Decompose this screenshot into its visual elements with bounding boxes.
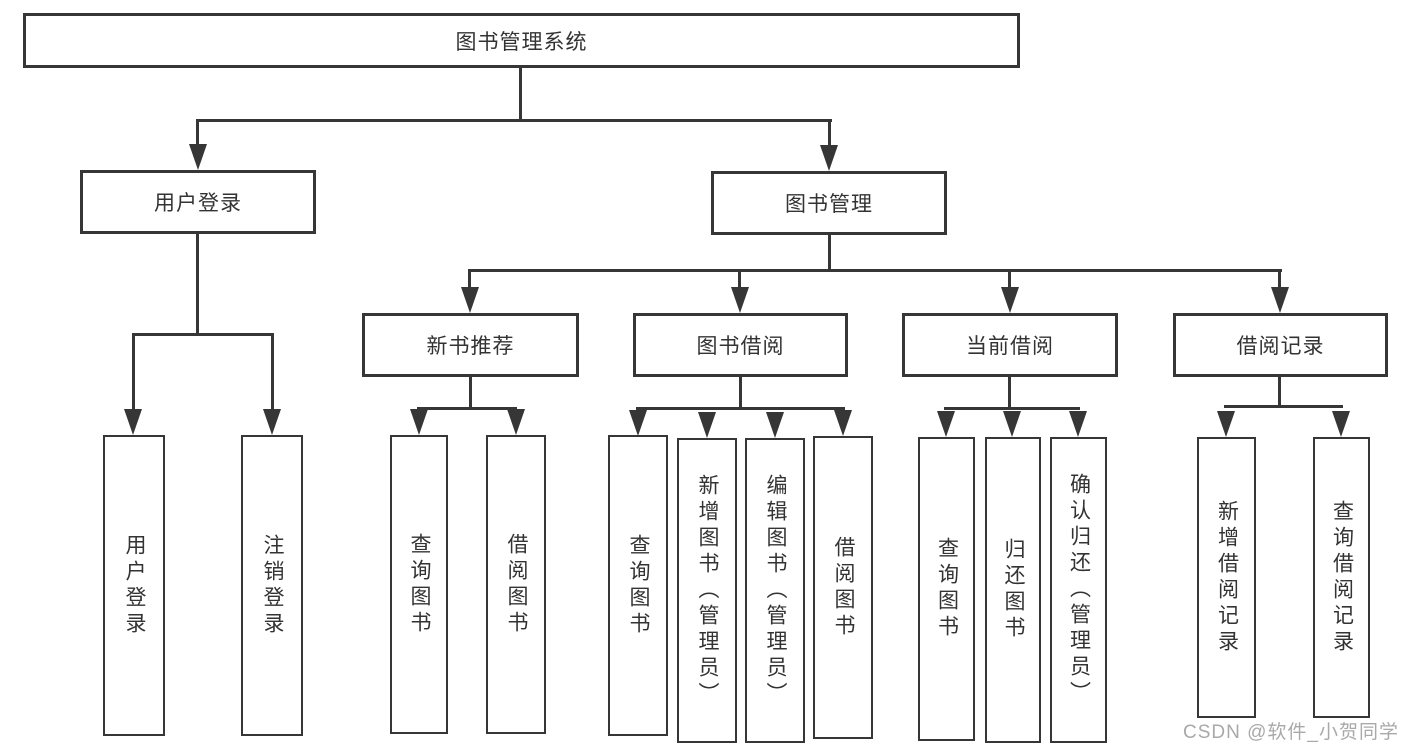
connector-line bbox=[132, 333, 274, 336]
arrow-down-icon bbox=[937, 411, 955, 437]
connector-line bbox=[271, 333, 274, 411]
leaf-borrowing-query-books: 查询图书 bbox=[608, 435, 668, 736]
node-book-borrowing: 图书借阅 bbox=[633, 313, 848, 377]
connector-line bbox=[469, 377, 472, 410]
arrow-down-icon bbox=[629, 410, 647, 436]
connector-line bbox=[468, 269, 1282, 272]
leaf-label: 借阅图书 bbox=[832, 535, 856, 640]
leaf-label: 注销登录 bbox=[261, 533, 285, 638]
connector-line bbox=[636, 407, 845, 410]
arrow-down-icon bbox=[263, 409, 281, 435]
arrow-down-icon bbox=[189, 144, 207, 170]
connector-line bbox=[196, 233, 199, 335]
leaf-logout-login: 注销登录 bbox=[241, 435, 303, 736]
leaf-current-confirm-return-admin: 确认归还（管理员） bbox=[1050, 437, 1107, 743]
node-new-book-recommend: 新书推荐 bbox=[362, 313, 579, 377]
leaf-recommend-borrow-books: 借阅图书 bbox=[486, 435, 546, 734]
leaf-records-query-record: 查询借阅记录 bbox=[1313, 437, 1370, 718]
connector-line bbox=[417, 407, 517, 410]
leaf-borrowing-add-books-admin: 新增图书（管理员） bbox=[677, 438, 737, 743]
leaf-label: 用户登录 bbox=[123, 533, 147, 638]
leaf-label: 归还图书 bbox=[1002, 538, 1026, 642]
arrow-down-icon bbox=[124, 409, 142, 435]
connector-line bbox=[132, 333, 135, 411]
connector-line bbox=[1278, 377, 1281, 408]
leaf-records-add-record: 新增借阅记录 bbox=[1197, 437, 1256, 718]
leaf-label: 新增图书（管理员） bbox=[696, 473, 720, 708]
node-label: 图书借阅 bbox=[696, 335, 785, 358]
connector-line bbox=[1224, 405, 1343, 408]
arrow-down-icon bbox=[1069, 411, 1087, 437]
connector-line bbox=[519, 68, 522, 122]
leaf-current-return-books: 归还图书 bbox=[985, 437, 1041, 743]
node-label: 新书推荐 bbox=[426, 335, 515, 358]
connector-line bbox=[738, 269, 741, 291]
connector-line bbox=[828, 119, 831, 149]
arrow-down-icon bbox=[461, 287, 479, 313]
leaf-label: 查询图书 bbox=[408, 532, 432, 637]
leaf-borrowing-edit-books-admin: 编辑图书（管理员） bbox=[745, 438, 805, 743]
arrow-down-icon bbox=[1271, 287, 1289, 313]
connector-line bbox=[944, 407, 1080, 410]
connector-line bbox=[196, 119, 832, 122]
node-user-login: 用户登录 bbox=[80, 170, 316, 234]
arrow-down-icon bbox=[1217, 411, 1235, 437]
arrow-down-icon bbox=[766, 412, 784, 438]
arrow-down-icon bbox=[834, 410, 852, 436]
connector-line bbox=[196, 119, 199, 149]
csdn-watermark: CSDN @软件_小贺同学 bbox=[1183, 722, 1399, 743]
node-book-management: 图书管理 bbox=[711, 171, 947, 235]
connector-line bbox=[828, 234, 831, 271]
arrow-down-icon bbox=[1332, 411, 1350, 437]
arrow-down-icon bbox=[731, 287, 749, 313]
node-label: 图书管理系统 bbox=[455, 30, 588, 54]
node-label: 图书管理 bbox=[785, 193, 873, 216]
node-label: 借阅记录 bbox=[1236, 335, 1325, 358]
arrow-down-icon bbox=[820, 145, 838, 171]
arrow-down-icon bbox=[698, 412, 716, 438]
connector-line bbox=[1008, 377, 1011, 410]
node-library-management-system: 图书管理系统 bbox=[23, 13, 1020, 68]
node-borrowing-records: 借阅记录 bbox=[1173, 313, 1388, 377]
leaf-label: 查询借阅记录 bbox=[1330, 499, 1354, 656]
arrow-down-icon bbox=[1003, 411, 1021, 437]
leaf-current-query-books: 查询图书 bbox=[918, 437, 975, 741]
leaf-borrowing-borrow-books: 借阅图书 bbox=[813, 436, 873, 739]
leaf-recommend-query-books: 查询图书 bbox=[390, 435, 448, 734]
leaf-label: 借阅图书 bbox=[505, 532, 529, 637]
leaf-label: 确认归还（管理员） bbox=[1067, 473, 1091, 707]
node-label: 用户登录 bbox=[154, 192, 242, 215]
leaf-label: 查询图书 bbox=[935, 537, 959, 641]
connector-line bbox=[1008, 269, 1011, 291]
leaf-user-login: 用户登录 bbox=[103, 435, 165, 736]
leaf-label: 查询图书 bbox=[627, 533, 651, 638]
connector-line bbox=[739, 377, 742, 410]
arrow-down-icon bbox=[410, 409, 428, 435]
arrow-down-icon bbox=[507, 409, 525, 435]
arrow-down-icon bbox=[1001, 287, 1019, 313]
connector-line bbox=[1278, 269, 1281, 291]
node-label: 当前借阅 bbox=[966, 335, 1054, 358]
node-current-borrowing: 当前借阅 bbox=[902, 313, 1118, 377]
leaf-label: 新增借阅记录 bbox=[1215, 499, 1239, 656]
leaf-label: 编辑图书（管理员） bbox=[764, 473, 788, 708]
connector-line bbox=[468, 269, 471, 291]
